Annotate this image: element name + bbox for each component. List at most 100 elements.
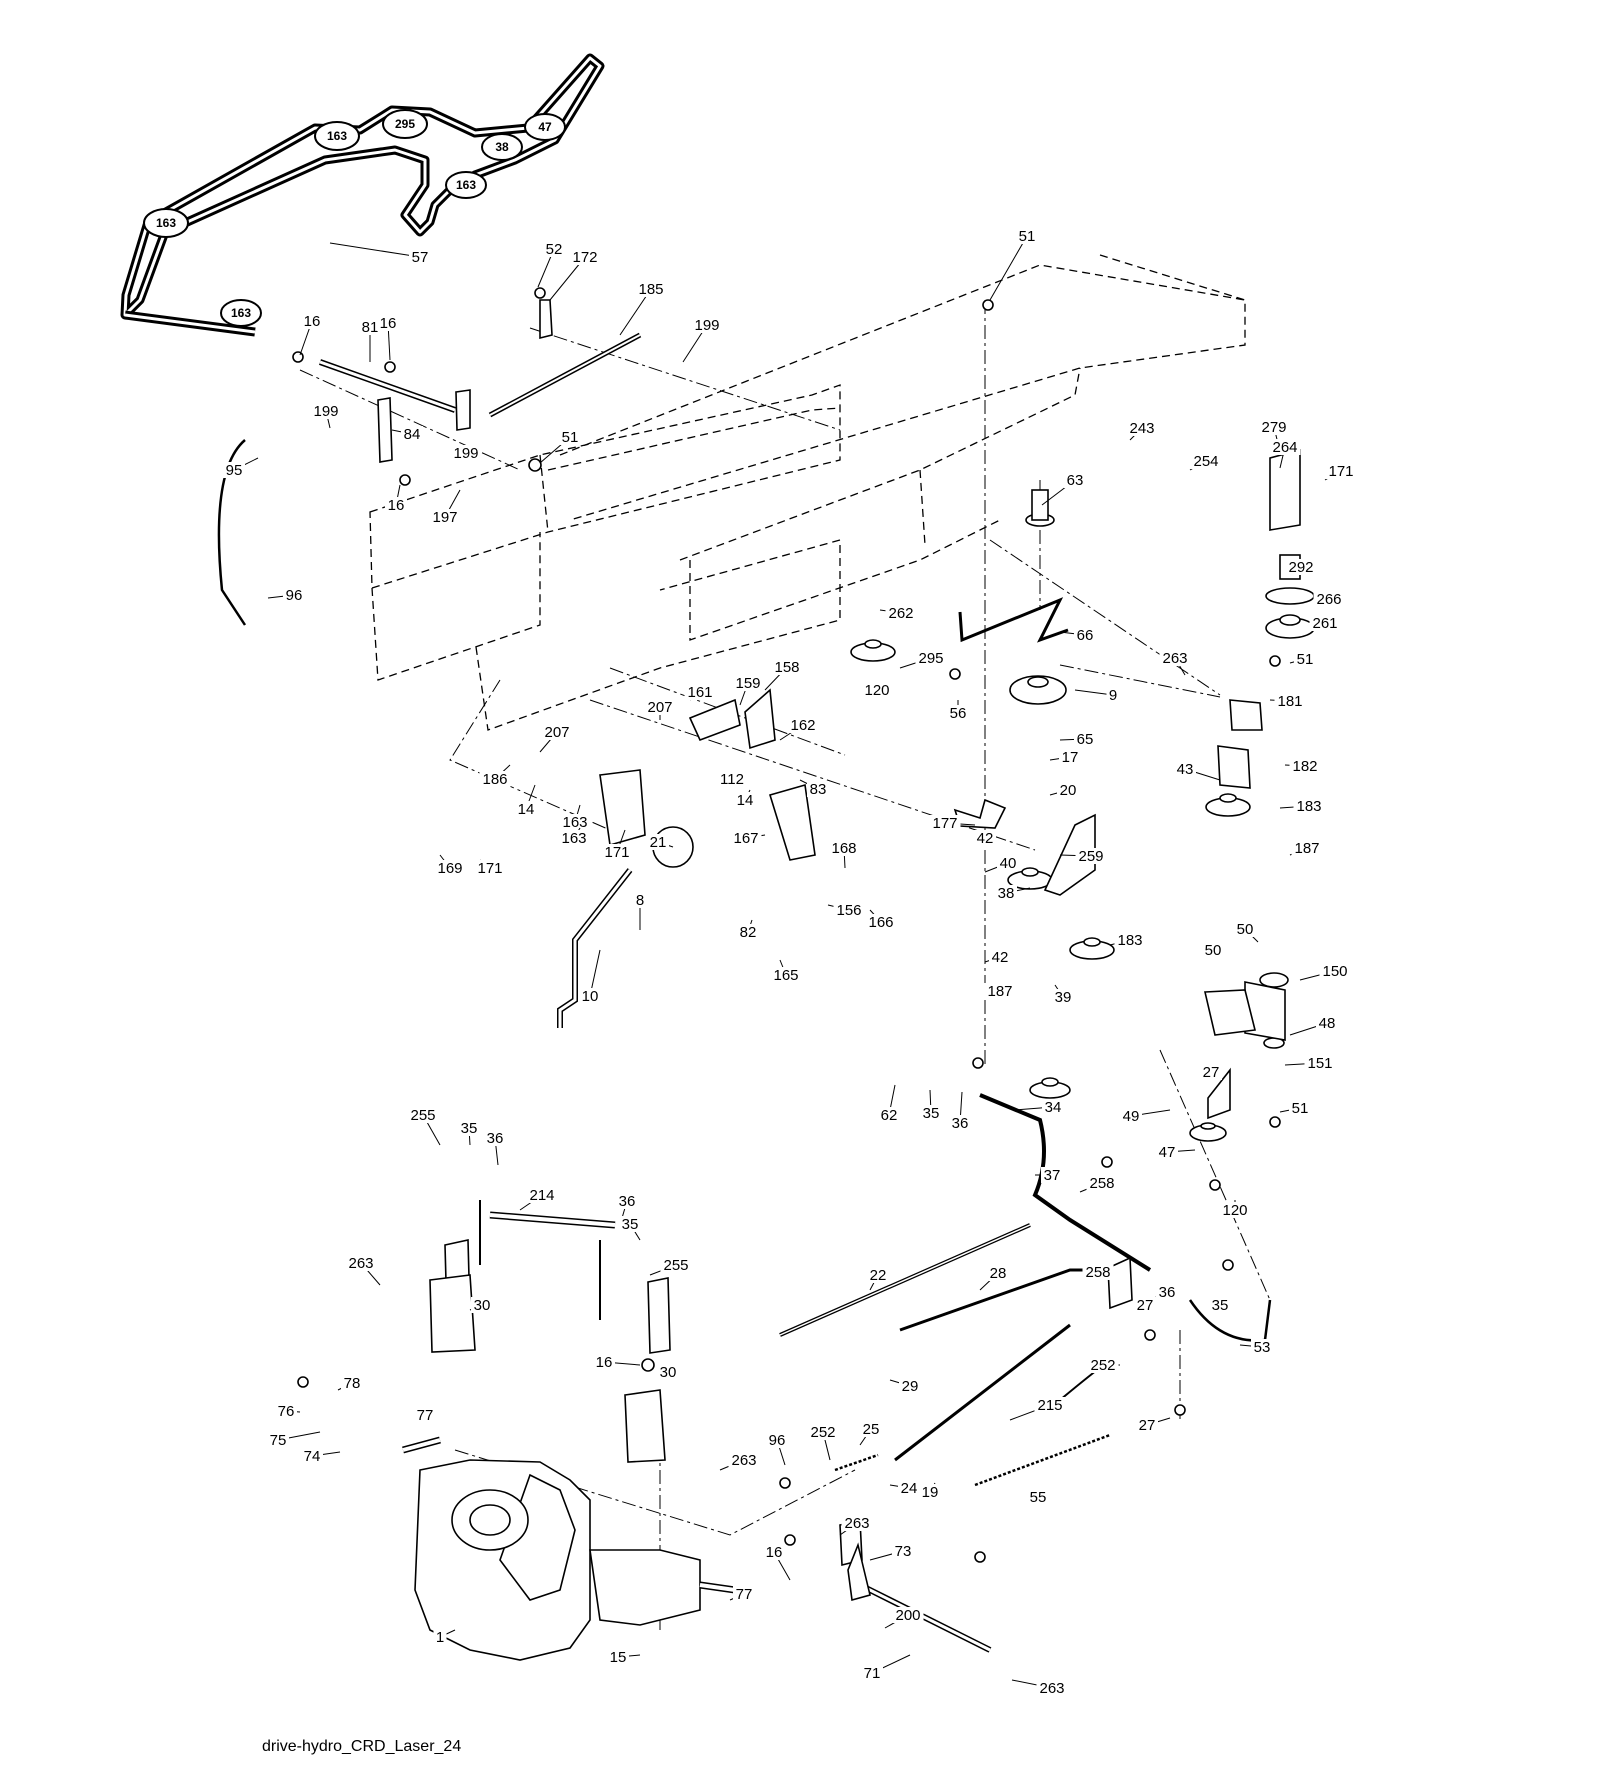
- callout-number: 172: [572, 249, 597, 266]
- part-callout: 96: [766, 1432, 788, 1466]
- callout-background: [1289, 758, 1321, 774]
- part-callout: 165: [770, 959, 802, 984]
- callout-number: 43: [1177, 761, 1194, 778]
- part-callout: 292: [1285, 559, 1317, 576]
- callout-number: 207: [544, 724, 569, 741]
- part-callout: 42: [984, 949, 1011, 966]
- part-callout: 120: [1219, 1200, 1251, 1219]
- callout-background: [543, 241, 565, 257]
- part-callout: 172: [549, 249, 601, 301]
- callout-background: [1064, 472, 1086, 488]
- callout-background: [691, 317, 723, 333]
- callout-number: 181: [1277, 693, 1302, 710]
- part-callout: 16: [299, 313, 323, 356]
- callout-background: [1059, 749, 1081, 765]
- callout-background: [1293, 798, 1325, 814]
- part-callout: 163: [559, 804, 591, 831]
- callout-background: [733, 1586, 755, 1602]
- part-callout: 263: [839, 1515, 873, 1536]
- part-callout: 17: [1049, 749, 1081, 766]
- callout-number: 16: [596, 1354, 613, 1371]
- callout-background: [1082, 1264, 1114, 1280]
- transaxle: [402, 1436, 736, 1661]
- callout-background: [434, 860, 466, 876]
- callout-background: [1200, 1064, 1222, 1080]
- callout-number: 35: [622, 1216, 639, 1233]
- part-callout: 16: [385, 484, 407, 514]
- belt-pulley: 47: [524, 113, 566, 141]
- callout-background: [1289, 1100, 1311, 1116]
- callout-number: 49: [1123, 1108, 1140, 1125]
- part-callout: 120: [861, 682, 893, 699]
- callout-number: 263: [1162, 650, 1187, 667]
- part-callout: 62: [878, 1084, 900, 1124]
- part-callout: 186: [479, 764, 511, 788]
- callout-number: 57: [412, 249, 429, 266]
- callout-number: 252: [1090, 1357, 1115, 1374]
- callout-background: [885, 605, 917, 621]
- part-callout: 252: [807, 1424, 839, 1461]
- belt-pulley: 295: [382, 109, 428, 139]
- callout-background: [1106, 687, 1120, 703]
- linkage-rods: [217, 332, 1272, 1653]
- part-callout: 187: [1289, 840, 1323, 857]
- belt-pulley-label: 163: [231, 306, 251, 320]
- callout-background: [1319, 963, 1351, 979]
- callout-background: [385, 497, 407, 513]
- part-callout: 16: [763, 1544, 791, 1581]
- callout-background: [1156, 1144, 1178, 1160]
- part-callout: 258: [1079, 1175, 1118, 1193]
- callout-background: [984, 983, 1016, 999]
- callout-number: 255: [410, 1107, 435, 1124]
- callout-background: [267, 1432, 289, 1448]
- callout-number: 263: [1039, 1680, 1064, 1697]
- part-callout: 16: [593, 1354, 641, 1371]
- callout-background: [616, 1193, 638, 1209]
- part-callout: 78: [337, 1375, 363, 1392]
- callout-background: [541, 724, 573, 740]
- callout-background: [1202, 942, 1224, 958]
- callout-number: 40: [1000, 855, 1017, 872]
- callout-number: 185: [638, 281, 663, 298]
- callout-number: 38: [998, 885, 1015, 902]
- callout-background: [878, 1107, 900, 1123]
- callout-number: 77: [417, 1407, 434, 1424]
- part-callout: 81: [359, 319, 381, 362]
- callout-background: [1285, 559, 1317, 575]
- part-callout: 266: [1313, 591, 1345, 608]
- callout-background: [974, 830, 996, 846]
- callout-number: 177: [932, 815, 957, 832]
- callout-number: 120: [864, 682, 889, 699]
- callout-background: [828, 840, 860, 856]
- part-callout: 167: [730, 830, 766, 847]
- callout-number: 215: [1037, 1397, 1062, 1414]
- callout-background: [433, 1629, 447, 1645]
- callout-number: 295: [918, 650, 943, 667]
- belt-pulley: 163: [143, 208, 189, 238]
- callout-number: 35: [1212, 1297, 1229, 1314]
- callout-number: 259: [1078, 848, 1103, 865]
- frame-rail-left: [369, 384, 841, 731]
- part-callout: 168: [828, 840, 860, 869]
- callout-number: 22: [870, 1267, 887, 1284]
- part-callout: 182: [1284, 758, 1321, 775]
- part-callout: 112: [716, 771, 748, 788]
- callout-background: [1074, 627, 1096, 643]
- callout-background: [657, 1364, 679, 1380]
- callout-background: [771, 659, 803, 675]
- callout-background: [458, 1120, 480, 1136]
- callout-background: [223, 462, 245, 478]
- part-callout: 15: [607, 1649, 641, 1666]
- callout-background: [915, 650, 947, 666]
- callout-background: [1313, 591, 1345, 607]
- callout-background: [558, 830, 590, 846]
- callout-background: [989, 949, 1011, 965]
- part-callout: 50: [1202, 942, 1224, 959]
- part-callout: 187: [984, 983, 1016, 1000]
- part-callout: 75: [267, 1431, 321, 1449]
- callout-number: 258: [1085, 1264, 1110, 1281]
- callout-number: 96: [286, 587, 303, 604]
- part-callout: 156: [827, 902, 865, 919]
- callout-number: 37: [1044, 1167, 1061, 1184]
